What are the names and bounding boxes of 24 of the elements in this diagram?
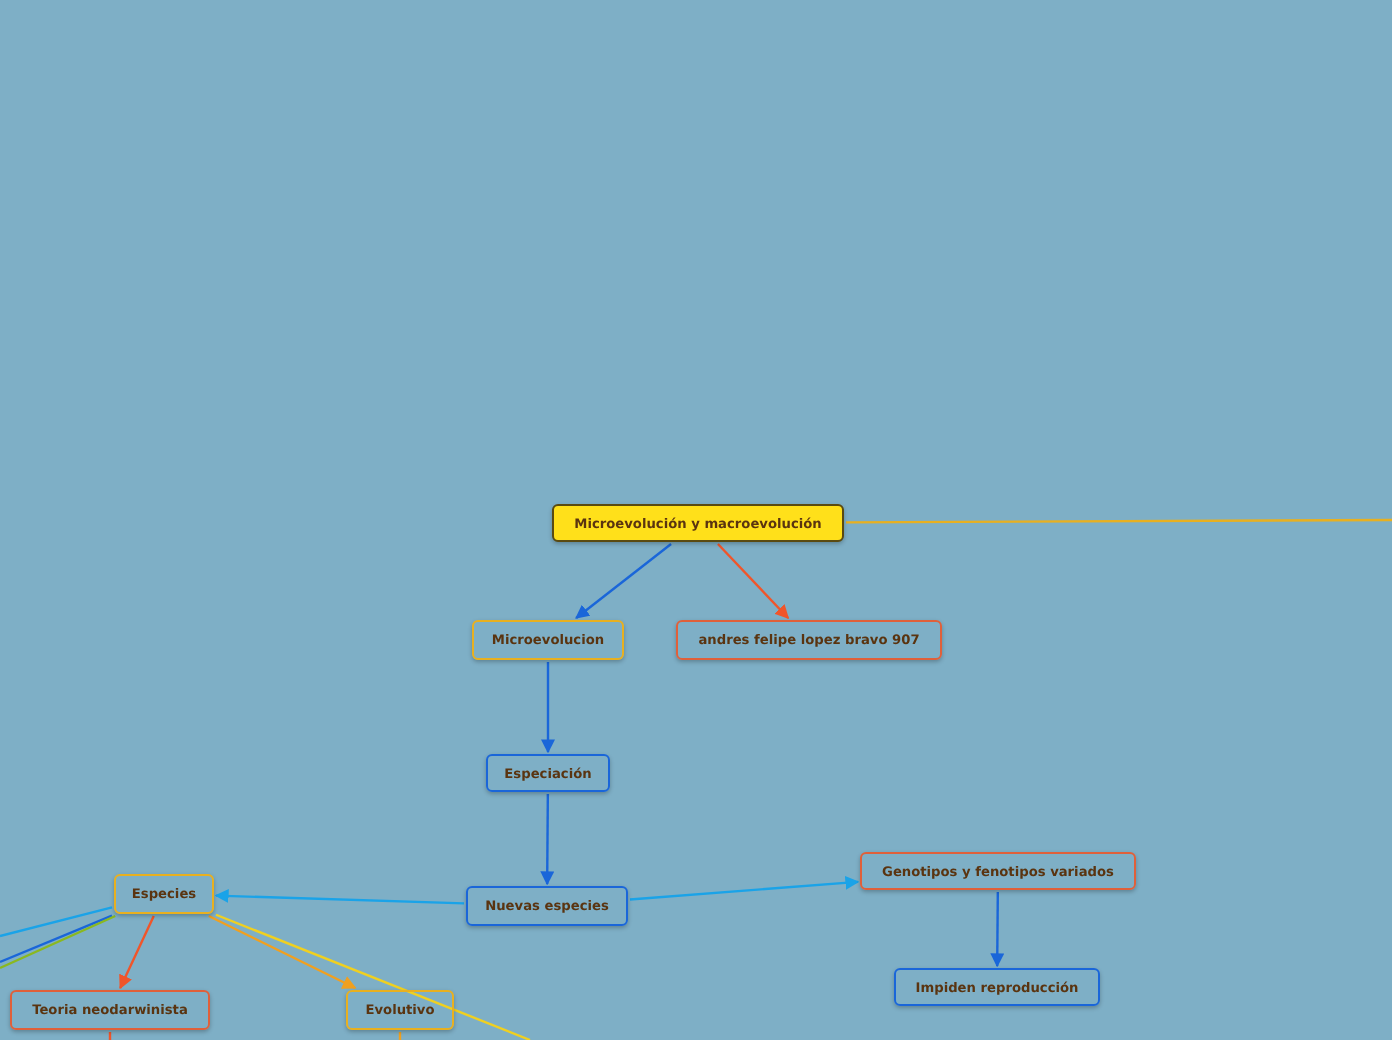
arrow: [208, 914, 357, 990]
connector-line: [215, 913, 531, 1040]
arrow: [214, 889, 465, 905]
arrow: [541, 662, 555, 754]
topic-box: [486, 754, 610, 792]
connector-line: [846, 518, 1392, 524]
connector-line: [398, 1032, 402, 1040]
arrow: [575, 543, 672, 619]
topic-box: [114, 874, 214, 914]
topic-box: [894, 968, 1100, 1006]
connector-line: [0, 906, 113, 938]
topic-box: [10, 990, 210, 1030]
topic-box: [466, 886, 628, 926]
topic-box: [676, 620, 942, 660]
topic-box: [860, 852, 1136, 890]
arrow: [119, 915, 155, 990]
arrow: [540, 794, 555, 886]
topic-box: [552, 504, 844, 542]
arrow: [629, 875, 860, 901]
connector-line: [108, 1032, 112, 1040]
topic-box: [346, 990, 454, 1030]
arrow: [717, 543, 790, 619]
topic-box: [472, 620, 624, 660]
arrow: [990, 892, 1005, 968]
